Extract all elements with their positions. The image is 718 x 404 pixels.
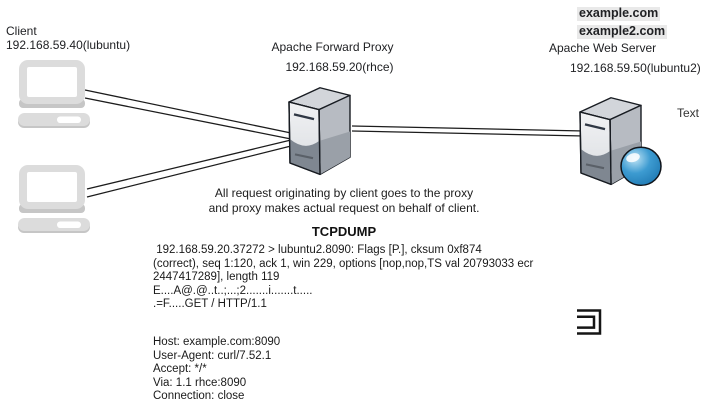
client-ip: 192.168.59.40(lubuntu) [6,38,131,52]
nested-bracket-icon [577,309,602,335]
http-header-line: User-Agent: curl/7.52.1 [153,349,272,362]
proxy-label: Apache Forward Proxy [271,40,394,54]
description-line: and proxy makes actual request on behalf… [208,201,480,215]
client2-proxy-link-line [86,145,292,198]
web-server-icon [578,96,662,187]
http-header-line: Connection: close [153,390,245,402]
proxy-server-icon [288,87,351,176]
http-header-line: Via: 1.1 rhce:8090 [153,376,247,389]
proxy-webserver-link-line [351,125,585,132]
webserver-label: Apache Web Server [549,41,657,55]
tcpdump-line: .=F.....GET / HTTP/1.1 [153,298,267,310]
tcpdump-output: 192.168.59.20.37272 > lubuntu2.8090: Fla… [153,244,533,312]
tcpdump-heading: TCPDUMP [311,224,377,239]
http-request-headers: Host: example.com:8090 User-Agent: curl/… [153,336,280,404]
client1-proxy-link-line [84,89,292,134]
proxy-ip: 192.168.59.20(rhce) [285,60,394,74]
http-header-line: Host: example.com:8090 [153,336,281,348]
webserver-ip: 192.168.59.50(lubuntu2) [570,61,701,75]
client-computer-icon [18,165,90,233]
webserver-domain: example.com [577,6,661,21]
tcpdump-line: 2447417289], length 119 [153,271,280,283]
tcpdump-line: (correct), seq 1:120, ack 1, win 229, op… [153,257,534,270]
description-text: All request originating by client goes t… [178,186,510,216]
tcpdump-line: 192.168.59.20.37272 > lubuntu2.8090: Fla… [153,244,482,256]
client1-proxy-link-line [84,97,292,140]
http-header-line: Accept: */* [153,363,207,375]
side-text-label: Text [677,106,700,120]
proxy-webserver-link-line [351,130,585,137]
webserver-domain: example2.com [577,24,668,39]
client-label: Client [6,24,37,38]
client-computer-icon [18,60,90,128]
client2-proxy-link-line [86,139,292,190]
description-line: All request originating by client goes t… [214,186,474,200]
webserver-domains: example.com example2.com [577,4,668,40]
globe-icon [620,146,662,187]
tcpdump-line: E....A@.@..t..;...;2.......i.......t....… [153,284,313,297]
